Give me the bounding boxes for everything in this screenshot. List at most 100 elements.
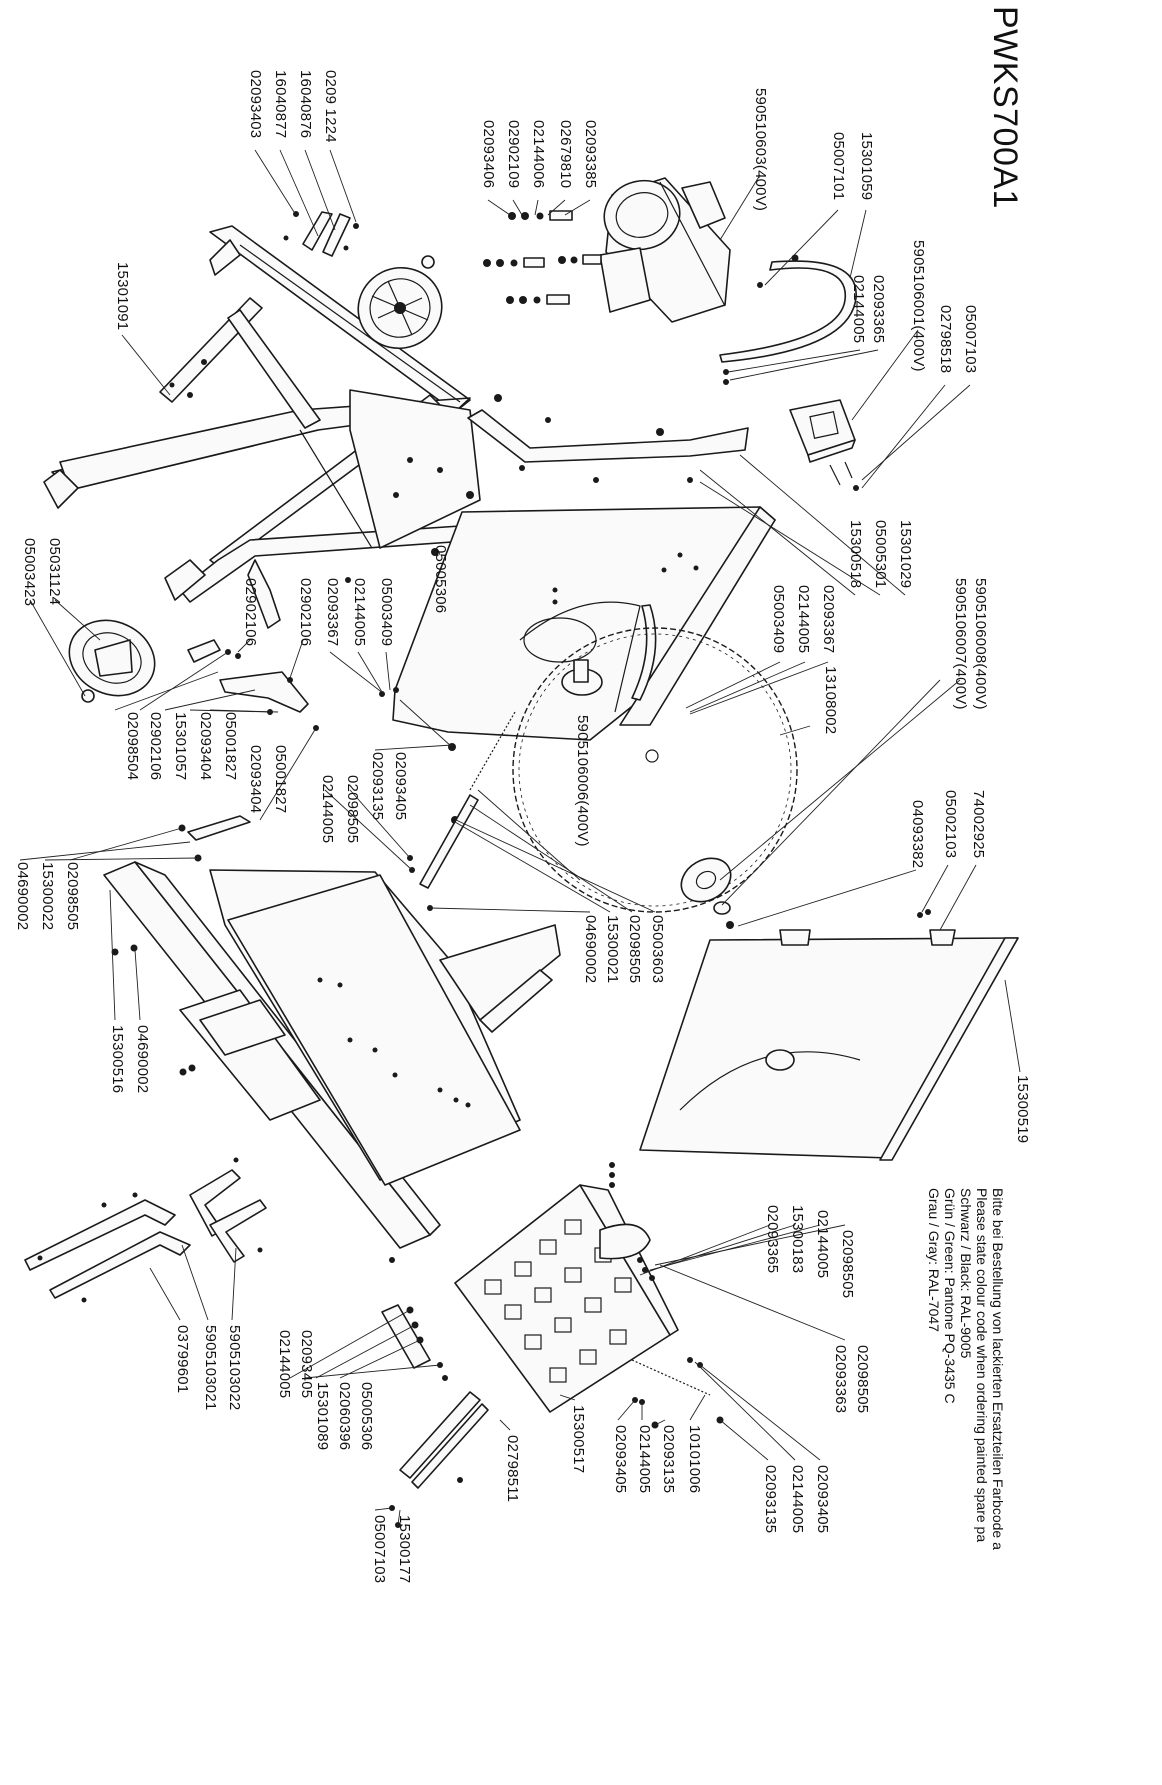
part-number-label: 05007103 [962,305,979,374]
part-number-label: 05002103 [942,790,959,859]
part-number-label: 02144006 [530,120,547,189]
part-number-label: 02098505 [344,775,361,844]
part-number-label: 05003423 [21,538,38,607]
table-frame [103,861,561,1249]
fence-bracket [381,1257,443,1369]
part-number-label: 15300183 [789,1205,806,1274]
guide-rail [389,1375,489,1528]
part-number-label: 02093404 [197,712,214,781]
part-number-label: 02144005 [789,1465,806,1534]
part-number-label: 02093403 [247,70,264,139]
part-number-label: 02093363 [832,1345,849,1414]
part-number-label: 02902106 [297,578,314,647]
part-number-label: 05003409 [378,578,395,647]
belt-guard-strap [719,254,857,385]
blade-guard [639,909,1019,1161]
part-number-label: 15300517 [570,1405,587,1474]
part-number-label: 02798511 [504,1435,521,1503]
part-number-label: 02902106 [242,578,259,647]
part-number-label: 02093135 [369,752,386,821]
part-number-label: 02798518 [937,305,954,374]
part-number-label: 590510603(400V) [752,88,769,212]
part-number-label: 15300516 [109,1025,126,1094]
part-number-label: 02902109 [505,120,522,189]
colour-code-note: Bitte bei Bestellung von lackierten Ersa… [926,1188,1006,1550]
part-number-label: 02144005 [795,585,812,654]
part-number-label: 04093382 [909,800,926,869]
part-number-label: 02093135 [762,1465,779,1534]
part-number-label: 04690002 [14,862,31,931]
part-number-label: 15300519 [1014,1075,1031,1144]
part-number-label: 10101006 [686,1425,703,1494]
diagram-title: PWKS700A1 [986,6,1024,209]
rip-fence-bar [631,1357,724,1429]
part-number-label: 02144005 [351,578,368,647]
part-number-label: 15301059 [858,132,875,201]
part-number-label: 05003603 [649,915,666,984]
part-number-label: 04690002 [582,915,599,984]
part-number-label: 02093405 [392,752,409,821]
part-number-label: 15300021 [604,915,621,984]
part-number-label: 05005301 [872,520,889,589]
stand-wheel-bottom [68,619,221,703]
part-number-label: 05007103 [371,1515,388,1584]
lever-plate [219,577,399,731]
link-bar [178,815,415,873]
motor [599,177,731,323]
part-number-label: 5905106008(400V) [972,578,989,710]
part-number-label: 5905106001(400V) [910,240,927,372]
part-number-label: 04690002 [134,1025,151,1094]
part-number-label: 02098505 [854,1345,871,1414]
part-number-label: 02144005 [850,275,867,344]
motor-bolts [483,210,602,305]
tension-spring [419,711,516,911]
part-number-label: 02098504 [124,712,141,781]
part-number-label: 16040876 [297,70,314,139]
leader-lines [19,149,1021,1526]
part-number-label: 15301029 [897,520,914,589]
part-number-label: 02093405 [612,1425,629,1494]
saw-blade [512,627,798,913]
part-number-label: 05001827 [222,712,239,781]
part-number-label: 5905103021 [202,1325,219,1411]
part-number-label: 02093367 [820,585,837,654]
part-number-label: 05031124 [46,538,63,606]
part-number-label: 05003409 [770,585,787,654]
part-number-label: 02144005 [814,1210,831,1279]
part-number-label: 15301057 [172,712,189,781]
part-number-label: 02093405 [814,1465,831,1534]
push-handles [24,1157,267,1303]
part-number-label: 05005306 [358,1382,375,1451]
part-number-label: 02093365 [870,275,887,344]
part-number-label: 02060396 [336,1382,353,1451]
work-table [454,1162,679,1413]
part-number-label: 02098505 [626,915,643,984]
part-number-label: 16040877 [272,70,289,139]
part-number-label: 15300022 [39,862,56,931]
part-number-label: 15301089 [314,1382,331,1451]
stand-wheel-top [357,255,443,350]
part-number-label: 02098505 [64,862,81,931]
part-number-label: 02093135 [660,1425,677,1494]
part-number-label: 02144005 [319,775,336,844]
wheel-bracket [283,211,359,257]
note-line-1: Bitte bei Bestellung von lackierten Ersa… [990,1188,1006,1550]
arbor-flange [561,659,603,696]
part-number-label: 02098505 [839,1230,856,1299]
part-number-label: 0209 1224 [322,70,339,143]
part-number-label: 05007101 [830,132,847,201]
note-line-5: Grau / Gray: RAL-7047 [926,1188,942,1332]
motor-mount-arm [467,394,749,483]
part-number-label: 15301091 [114,262,131,331]
part-number-label: 13108002 [822,666,839,735]
note-line-4: Grün / Green: Pantone PQ-3435 C [942,1188,958,1404]
note-line-2: Please state colour code when ordering p… [974,1188,990,1543]
part-number-label: 02093406 [480,120,497,189]
part-number-label: 02144005 [276,1330,293,1399]
note-line-3: Schwarz / Black: RAL-9005 [958,1188,974,1359]
part-number-label: 03799601 [174,1325,191,1394]
switch-box [789,399,859,491]
part-number-label: 590510600​6(400V) [574,715,591,847]
stand-frame [43,225,481,629]
